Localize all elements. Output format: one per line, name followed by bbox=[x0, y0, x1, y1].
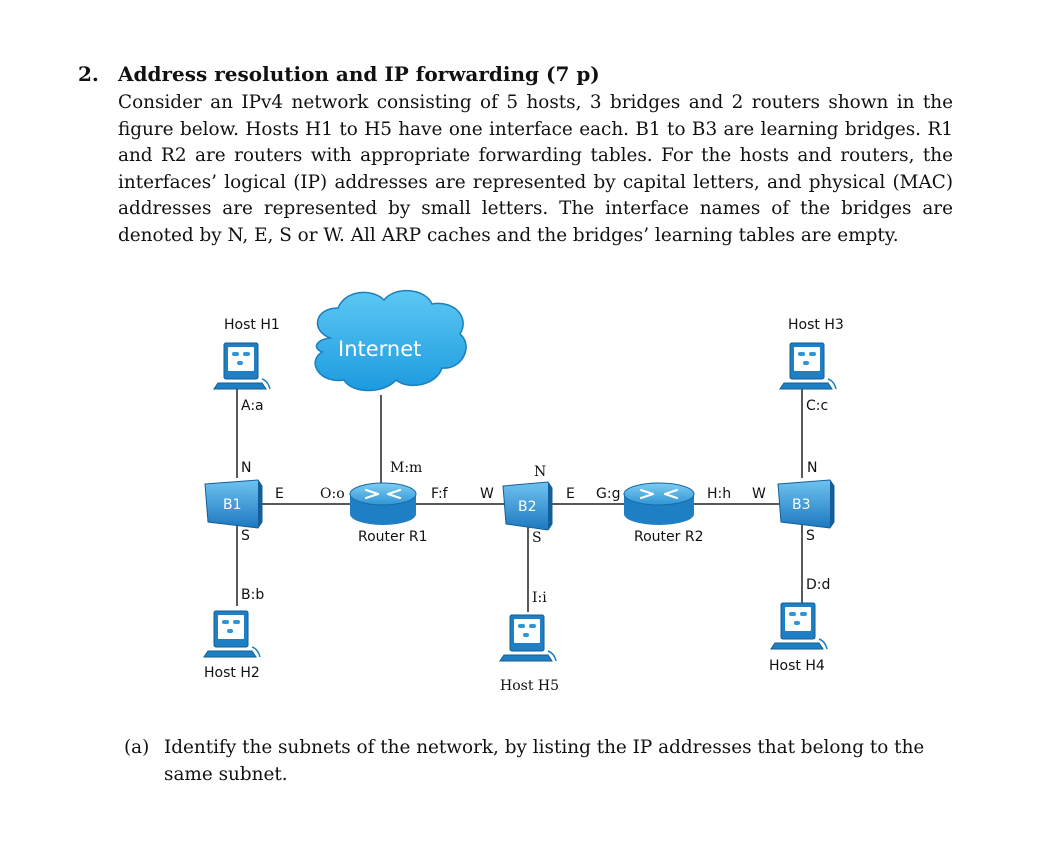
host-h3-icon bbox=[779, 342, 837, 390]
bridge-b3-port-w: W bbox=[752, 486, 766, 502]
host-h3-name: Host H3 bbox=[788, 317, 844, 333]
router-r1-name: Router R1 bbox=[358, 529, 428, 545]
host-h3-address: C:c bbox=[806, 398, 829, 414]
router-r1-icon bbox=[349, 482, 417, 525]
host-h2-icon bbox=[203, 610, 261, 658]
host-h1-icon bbox=[213, 342, 271, 390]
bridge-b1-icon bbox=[204, 479, 263, 529]
router-r2-name: Router R2 bbox=[634, 529, 704, 545]
host-h1-address: A:a bbox=[241, 398, 264, 414]
subquestion-a-tag: (a) bbox=[124, 737, 150, 758]
question-body: Consider an IPv4 network consisting of 5… bbox=[118, 92, 953, 246]
bridge-b2-port-s: S bbox=[532, 530, 542, 546]
host-h4-icon bbox=[770, 602, 828, 650]
question-heading: 2. Address resolution and IP forwarding (… bbox=[78, 62, 978, 86]
bridge-b2-port-n: N bbox=[534, 464, 547, 480]
router-r2-left-address: G:g bbox=[596, 486, 621, 502]
router-r1-top-address: M:m bbox=[390, 460, 423, 476]
host-h4-address: D:d bbox=[806, 577, 831, 593]
bridge-b2-port-w: W bbox=[480, 486, 494, 502]
host-h1-name: Host H1 bbox=[224, 317, 280, 333]
host-h5-icon bbox=[499, 614, 557, 662]
host-h5-name: Host H5 bbox=[500, 678, 560, 694]
bridge-b2-name: B2 bbox=[518, 499, 537, 515]
bridge-b3-icon bbox=[777, 479, 835, 529]
bridge-b3-port-s: S bbox=[806, 528, 815, 544]
bridge-b1-name: B1 bbox=[223, 497, 242, 513]
bridge-b3-port-n: N bbox=[807, 460, 818, 476]
router-r1-right-address: F:f bbox=[431, 486, 448, 502]
bridge-b1-port-e: E bbox=[275, 486, 284, 502]
subquestion-a: (a) Identify the subnets of the network,… bbox=[124, 735, 954, 785]
question-number: 2. bbox=[78, 62, 99, 86]
internet-cloud-icon bbox=[314, 289, 467, 392]
question-title: Address resolution and IP forwarding (7 … bbox=[118, 62, 600, 86]
router-r2-icon bbox=[623, 482, 695, 525]
bridge-b1-port-n: N bbox=[241, 460, 252, 476]
router-r2-right-address: H:h bbox=[707, 486, 732, 502]
host-h5-address: I:i bbox=[532, 590, 547, 606]
bridge-b2-icon bbox=[502, 481, 553, 531]
host-h2-address: B:b bbox=[241, 587, 265, 603]
host-h2-name: Host H2 bbox=[204, 665, 260, 681]
host-h4-name: Host H4 bbox=[769, 658, 825, 674]
subquestion-a-text: Identify the subnets of the network, by … bbox=[164, 737, 925, 785]
bridge-b2-port-e: E bbox=[566, 486, 575, 502]
bridge-b3-name: B3 bbox=[792, 497, 811, 513]
bridge-b1-port-s: S bbox=[241, 528, 250, 544]
router-r1-left-address: O:o bbox=[320, 486, 345, 502]
internet-label: Internet bbox=[338, 337, 422, 361]
